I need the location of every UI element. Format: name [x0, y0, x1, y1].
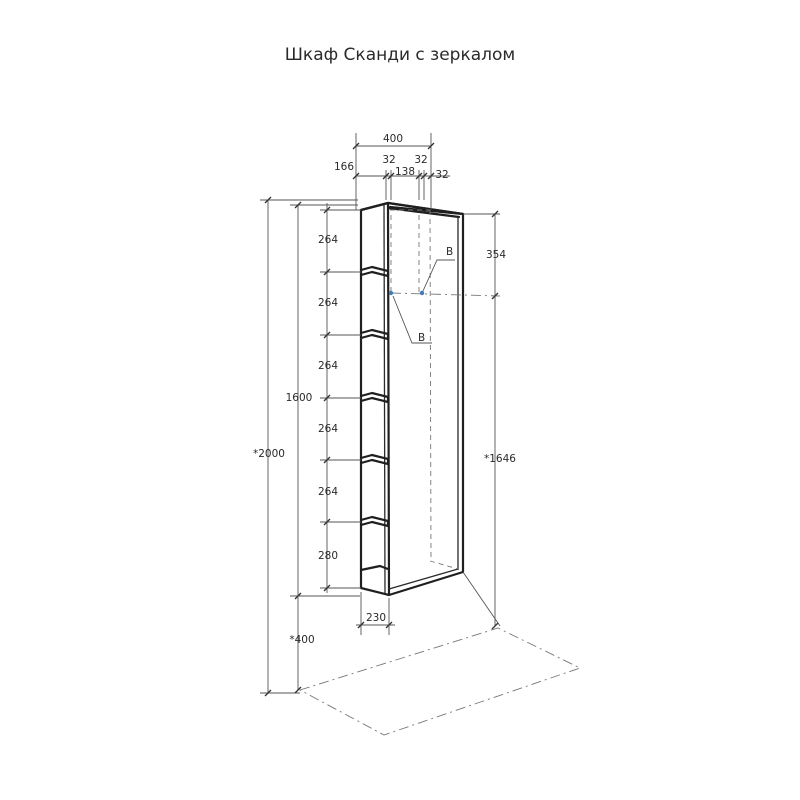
dim-32c: 32: [435, 169, 448, 181]
dim-2000: *2000: [253, 448, 285, 460]
top-dimensions: 400 166 32 32 138 32: [334, 133, 450, 210]
dim-1600: 1600: [286, 392, 313, 404]
shelves: [359, 265, 390, 572]
label-b-bottom: B: [418, 332, 425, 344]
dim-230: 230: [366, 612, 386, 624]
shelf-5: [359, 515, 390, 528]
leader-b-bottom: [392, 295, 432, 344]
floor-plane: [298, 627, 582, 736]
dim-shelf-1: 264: [318, 234, 338, 246]
mount-axis-line: [390, 292, 501, 297]
dim-166: 166: [334, 161, 354, 173]
hidden-bottom-line: [429, 560, 459, 570]
drawing-title: Шкаф Сканди с зеркалом: [285, 45, 516, 65]
dim-1646: *1646: [484, 453, 516, 465]
right-dimensions: 354 *1646: [462, 210, 516, 630]
dim-32a: 32: [382, 154, 395, 166]
depth-dimension: 230: [356, 592, 395, 635]
cabinet-front-inner-edge: [383, 203, 386, 595]
shelf-3: [359, 391, 390, 404]
mount-points: B B: [388, 215, 501, 344]
total-height-dimension: *2000: [253, 196, 358, 697]
shelf-4: [359, 453, 390, 466]
mount-height-dimension: *400: [289, 596, 315, 694]
label-b-top: B: [446, 246, 453, 258]
dim-354: 354: [486, 249, 506, 261]
dim-400-mount: *400: [289, 634, 314, 646]
cabinet-bottom-edge: [387, 570, 465, 597]
mount-point-right: [419, 290, 425, 296]
cabinet-top-edge: [386, 201, 465, 216]
floor-outline: [298, 627, 582, 736]
shelf-2: [359, 328, 390, 341]
shelf-bottom: [359, 564, 390, 572]
shelf-dimensions: 264 264 264 264 264 280: [318, 203, 361, 593]
dim-shelf-3: 264: [318, 360, 338, 372]
dim-400: 400: [383, 133, 403, 145]
dim-32b: 32: [414, 154, 427, 166]
dim-shelf-4: 264: [318, 423, 338, 435]
cabinet-bottom-inner: [388, 568, 459, 590]
body-height-dimension: 1600: [286, 201, 360, 600]
cabinet-top-inner: [386, 206, 461, 219]
hidden-back-line: [429, 209, 432, 562]
dim-shelf-2: 264: [318, 297, 338, 309]
shelf-1: [359, 265, 390, 278]
dim-138: 138: [395, 166, 415, 178]
dim-shelf-bottom: 280: [318, 550, 338, 562]
dim-shelf-5: 264: [318, 486, 338, 498]
leader-b-top: [422, 259, 455, 292]
